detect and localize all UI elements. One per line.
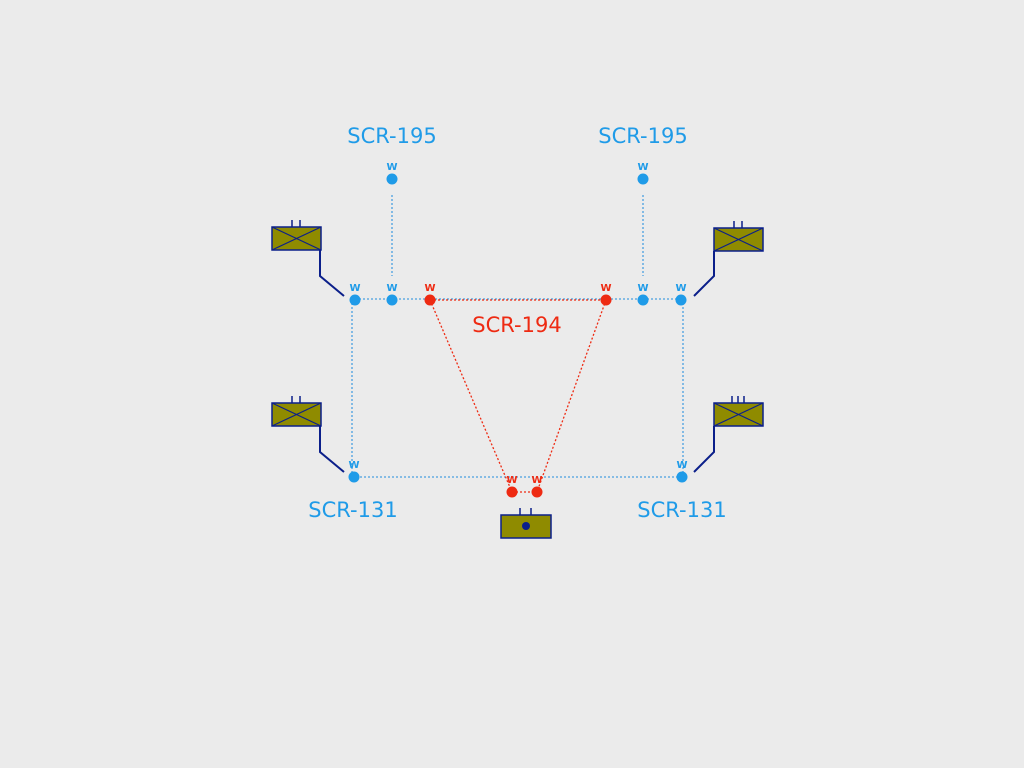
net-label-scr131-left: SCR-131: [308, 498, 397, 522]
connector-bottom-left: [319, 426, 345, 473]
dot-icon: [522, 522, 530, 530]
node-marker: W: [349, 283, 360, 294]
net-label-scr195-right: SCR-195: [598, 124, 687, 148]
node: [637, 173, 649, 185]
node: [349, 294, 361, 306]
node-marker: W: [637, 283, 648, 294]
node: [637, 294, 649, 306]
connector-top-right: [693, 251, 715, 297]
node-marker: W: [676, 460, 687, 471]
blue-node-markers: W W W W W W W W: [348, 162, 687, 471]
node-marker: W: [348, 460, 359, 471]
node: [506, 486, 518, 498]
node-marker: W: [675, 283, 686, 294]
node: [676, 471, 688, 483]
node-marker: W: [506, 475, 517, 486]
net-label-scr194: SCR-194: [472, 313, 561, 337]
unit-connectors: [319, 250, 715, 473]
node: [600, 294, 612, 306]
unit-bottom-right: [713, 396, 764, 427]
unit-bottom-center: [500, 508, 552, 539]
node: [386, 173, 398, 185]
node-marker: W: [531, 475, 542, 486]
unit-top-right: [713, 221, 764, 252]
node: [348, 471, 360, 483]
node-marker: W: [386, 283, 397, 294]
net-label-scr195-left: SCR-195: [347, 124, 436, 148]
node-marker: W: [600, 283, 611, 294]
blue-net-links: [351, 195, 684, 478]
node: [531, 486, 543, 498]
unit-top-left: [271, 220, 322, 251]
node-marker: W: [424, 283, 435, 294]
connector-bottom-right: [693, 426, 715, 473]
blue-nodes: [348, 173, 688, 483]
connector-top-left: [319, 250, 345, 297]
red-node-markers: W W W W: [424, 283, 611, 486]
red-nodes: [424, 294, 612, 498]
node-marker: W: [386, 162, 397, 173]
net-label-scr131-right: SCR-131: [637, 498, 726, 522]
unit-bottom-left: [271, 396, 322, 427]
node: [424, 294, 436, 306]
node: [675, 294, 687, 306]
link-194-left: [429, 299, 513, 493]
node-marker: W: [637, 162, 648, 173]
node: [386, 294, 398, 306]
